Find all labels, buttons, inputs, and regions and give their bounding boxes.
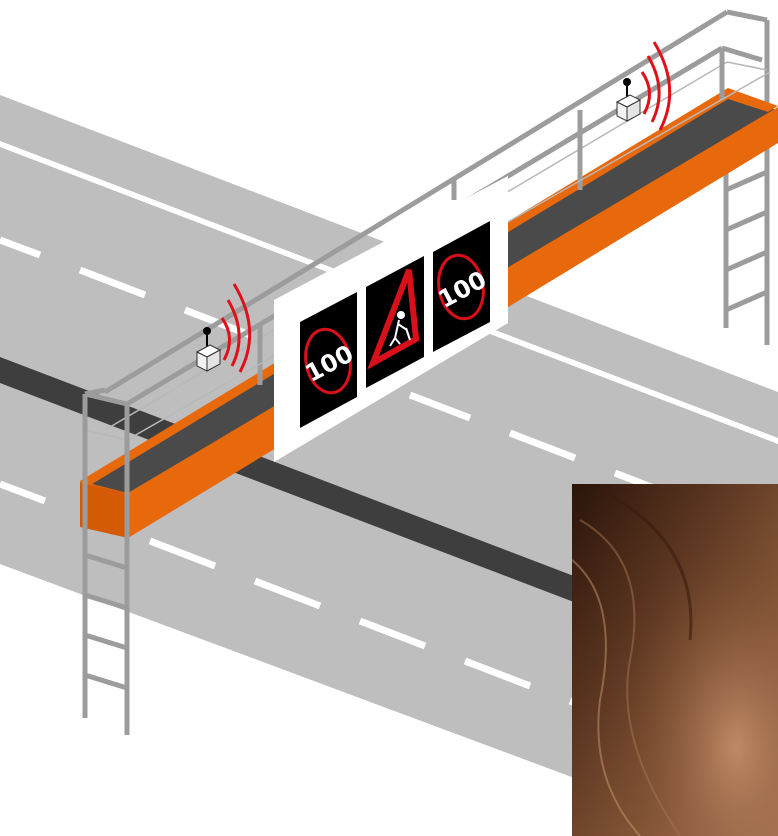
photo-overlay xyxy=(572,484,778,836)
